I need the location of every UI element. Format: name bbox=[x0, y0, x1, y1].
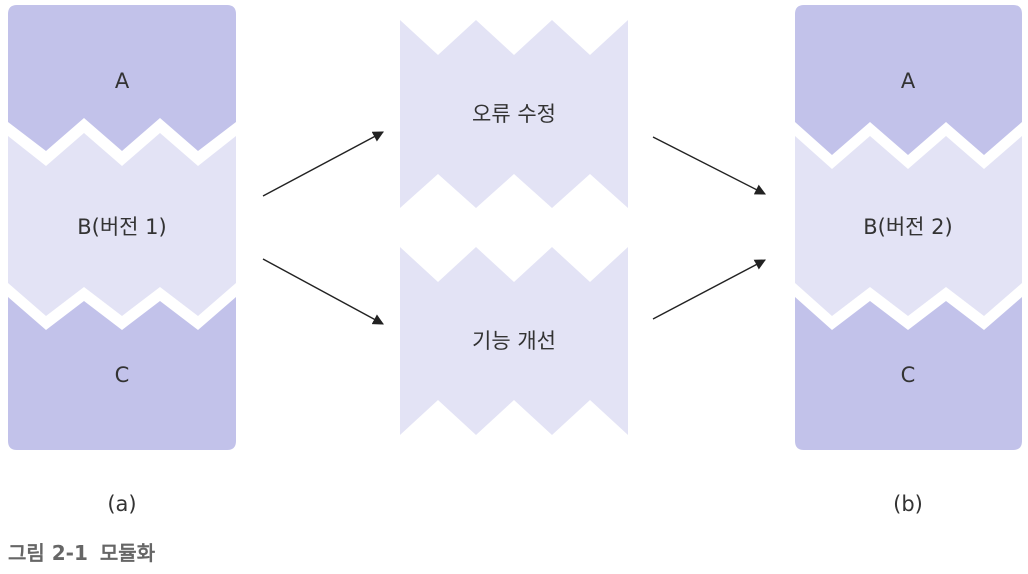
right-module-a-block bbox=[795, 5, 1022, 155]
arrow-to-bug-fix bbox=[262, 131, 384, 197]
right-module-sublabel: (b) bbox=[893, 492, 923, 516]
bug-fix-piece bbox=[400, 20, 628, 208]
left-module-b-block bbox=[8, 133, 236, 316]
left-module-c-block bbox=[8, 297, 236, 450]
right-module-a-label: A bbox=[901, 69, 916, 93]
right-module-b-block bbox=[795, 136, 1022, 316]
left-module-a-label: A bbox=[115, 69, 130, 93]
right-module-c-label: C bbox=[901, 363, 916, 387]
left-module: A B(버전 1) C (a) bbox=[8, 5, 236, 516]
arrow-from-bug-fix bbox=[652, 136, 766, 195]
figure-title: 모듈화 bbox=[99, 541, 156, 565]
right-module-c-block bbox=[795, 297, 1022, 450]
right-module-b-label: B(버전 2) bbox=[863, 215, 952, 239]
left-module-b-label: B(버전 1) bbox=[77, 215, 166, 239]
arrow-to-feature bbox=[262, 258, 384, 325]
feature-piece bbox=[400, 247, 628, 435]
right-module: A B(버전 2) C (b) bbox=[795, 5, 1022, 516]
left-module-c-label: C bbox=[115, 363, 130, 387]
middle-pieces: 오류 수정 기능 개선 bbox=[400, 20, 628, 435]
left-module-sublabel: (a) bbox=[107, 492, 136, 516]
arrows bbox=[262, 131, 766, 325]
left-module-a-block bbox=[8, 5, 236, 151]
figure-number: 그림 2-1 bbox=[8, 541, 88, 565]
arrow-from-feature bbox=[652, 259, 766, 320]
feature-label: 기능 개선 bbox=[472, 329, 556, 353]
figure-caption: 그림 2-1 모듈화 bbox=[8, 537, 155, 566]
bug-fix-label: 오류 수정 bbox=[472, 102, 556, 126]
